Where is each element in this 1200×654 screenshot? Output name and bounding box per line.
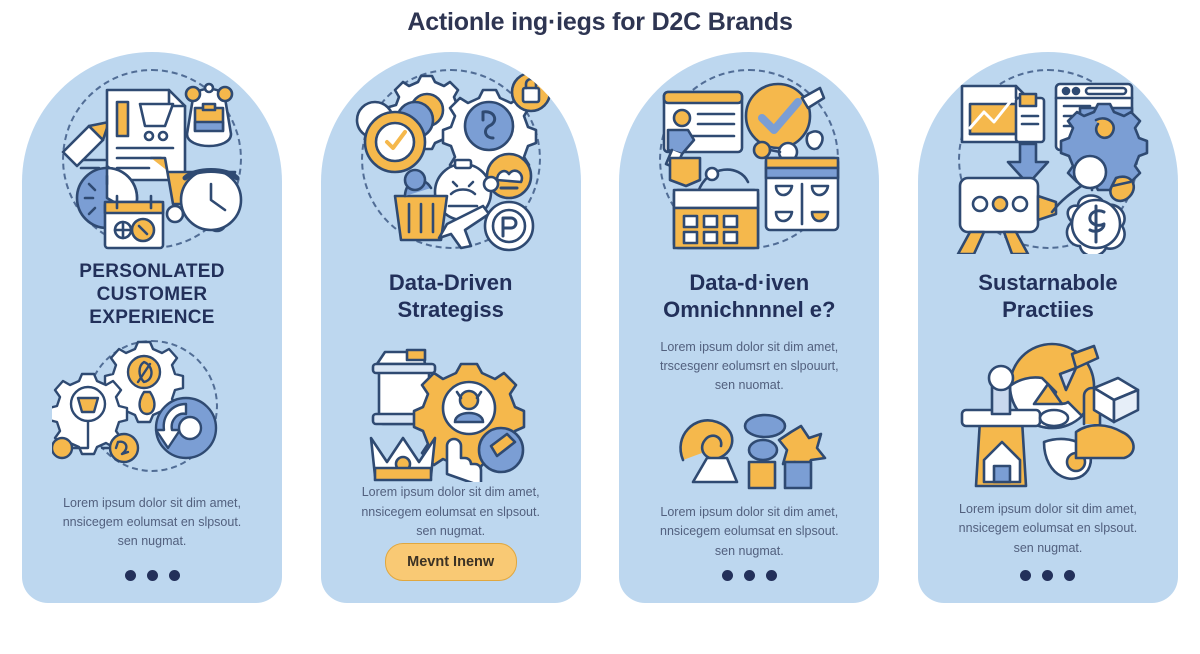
dot[interactable] bbox=[168, 570, 180, 582]
primary-action-button[interactable]: Mevnt Inenw bbox=[384, 543, 517, 581]
page-title: Actionle ing·iegs for D2C Brands bbox=[407, 8, 793, 36]
dot[interactable] bbox=[146, 570, 158, 582]
shapes-cross-squares-icon bbox=[649, 406, 849, 494]
card-data-driven-strategies[interactable]: Data-Driven Strategiss bbox=[320, 52, 581, 603]
card-row: PERSONLATED CUSTOMER EXPERIENCE bbox=[22, 52, 1178, 612]
card-heading: Sustarnabole Practiies bbox=[978, 270, 1118, 322]
pagination-dots[interactable] bbox=[124, 570, 180, 582]
card-body-text: Lorem ipsum dolor sit dim amet, nnsicege… bbox=[361, 485, 540, 539]
dot[interactable] bbox=[1064, 570, 1076, 581]
card-sustainable-practices[interactable]: Sustarnabole Practiies bbox=[917, 52, 1178, 603]
dot[interactable] bbox=[1042, 570, 1054, 581]
shopping-document-cluster-icon bbox=[45, 64, 260, 254]
gears-basket-stopwatch-cluster-icon bbox=[343, 64, 558, 254]
pagination-dots[interactable] bbox=[721, 570, 777, 581]
pagination-dots[interactable] bbox=[1020, 570, 1076, 581]
card-personalized-customer-experience[interactable]: PERSONLATED CUSTOMER EXPERIENCE bbox=[22, 52, 282, 603]
dot[interactable] bbox=[124, 570, 136, 582]
dashed-ring-decoration bbox=[360, 69, 541, 249]
card-heading: PERSONLATED CUSTOMER EXPERIENCE bbox=[79, 261, 225, 329]
card-body-text: Lorem ipsum dolor sit dim amet, nnsicege… bbox=[958, 501, 1138, 555]
gear-user-crown-hand-icon bbox=[351, 342, 551, 482]
card-heading: Data-Driven Strategiss bbox=[388, 270, 513, 322]
card-body-text: Lorem ipsum dolor sit dim amet, nnsicege… bbox=[660, 504, 839, 558]
dot[interactable] bbox=[743, 570, 755, 581]
gears-leaf-cycle-icon bbox=[52, 336, 252, 476]
card-data-driven-omnichannel[interactable]: Data-d·iven Omnichnnnel e? Lorem ipsum d… bbox=[619, 52, 880, 603]
card-body-text: Lorem ipsum dolor sit dim amet, nnsicege… bbox=[62, 495, 242, 549]
chart-browser-projector-dollar-cluster-icon bbox=[940, 64, 1155, 254]
card-body-text-top: Lorem ipsum dolor sit dim amet, trscesge… bbox=[660, 339, 839, 393]
browser-checkmark-calendar-cluster-icon bbox=[642, 64, 857, 254]
dot[interactable] bbox=[721, 570, 733, 581]
card-heading: Data-d·iven Omnichnnnel e? bbox=[663, 270, 836, 322]
dot[interactable] bbox=[1020, 570, 1032, 581]
puzzle-house-hand-leaf-icon bbox=[948, 338, 1148, 488]
dot[interactable] bbox=[765, 570, 777, 581]
